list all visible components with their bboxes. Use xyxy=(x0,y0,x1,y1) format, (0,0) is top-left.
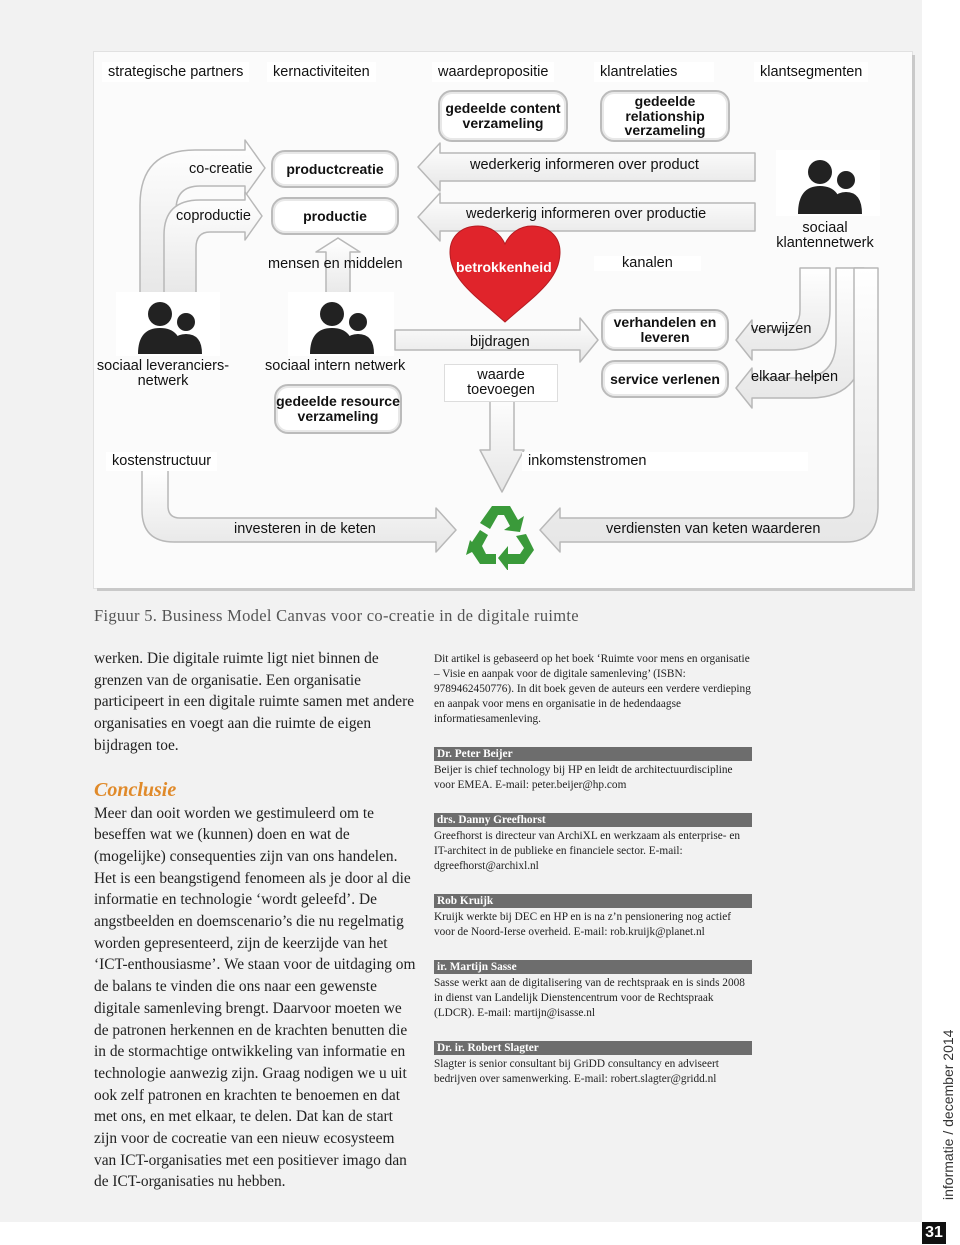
arrow-down-recycle xyxy=(479,391,525,493)
label-kostenstructuur: kostenstructuur xyxy=(106,452,218,472)
heart-icon xyxy=(449,225,561,323)
loop-arrow-investeren xyxy=(141,469,457,553)
pill-gedeelde-content: gedeelde content verzameling xyxy=(438,90,568,142)
pill-service-verlenen: service verlenen xyxy=(601,360,729,398)
label-co-creatie: co-creatie xyxy=(189,161,253,177)
label-waarde-toevoegen: waarde toevoegen xyxy=(444,364,558,402)
people-icon xyxy=(776,150,880,216)
label-inform-product: wederkerig informeren over product xyxy=(470,157,699,173)
author-name: Dr. Peter Beijer xyxy=(434,747,752,761)
diagram-arrows xyxy=(139,139,879,553)
loop-arrow-verdiensten xyxy=(539,267,879,553)
author-bio: Greefhorst is directeur van ArchiXL en w… xyxy=(434,830,741,872)
label-mensen-middelen: mensen en middelen xyxy=(268,256,403,272)
conclusion-paragraph: Meer dan ooit worden we gestimuleerd om … xyxy=(94,804,416,1191)
author-bio: Kruijk werkte bij DEC en HP en is na z’n… xyxy=(434,911,731,938)
label-elkaar-helpen: elkaar helpen xyxy=(751,369,839,385)
arrow-inform-productie xyxy=(417,192,756,242)
label-leveranciersnetwerk: sociaal leveranciers-netwerk xyxy=(96,358,230,390)
pill-verhandelen-leveren: verhandelen en leveren xyxy=(601,309,729,351)
loop-arrow-verwijzen xyxy=(735,267,831,361)
author-bio: Beijer is chief technology bij HP en lei… xyxy=(434,764,733,791)
journal-footer: informatie / december 2014 xyxy=(940,1020,958,1200)
author-bio: Sasse werkt aan de digitalisering van de… xyxy=(434,977,745,1019)
label-investeren: investeren in de keten xyxy=(234,521,376,537)
arrow-inform-product xyxy=(417,142,756,192)
header-klantsegmenten: klantsegmenten xyxy=(754,62,869,82)
label-bijdragen: bijdragen xyxy=(470,334,530,350)
pill-gedeelde-relationship: gedeelde relationship verzameling xyxy=(600,90,730,142)
label-intern-netwerk: sociaal intern netwerk xyxy=(265,358,406,374)
recycle-icon xyxy=(466,506,534,570)
label-inkomstenstromen: inkomstenstromen xyxy=(522,452,808,472)
header-waardepropositie: waardepropositie xyxy=(432,62,555,82)
header-kernactiviteiten: kernactiviteiten xyxy=(267,62,376,82)
journal-title: informatie / december 2014 xyxy=(940,1029,956,1200)
source-note: Dit artikel is gebaseerd op het boek ‘Ru… xyxy=(434,653,751,725)
header-strategische-partners: strategische partners xyxy=(102,62,250,82)
page-number: 31 xyxy=(922,1222,946,1244)
label-coproductie: coproductie xyxy=(176,208,251,224)
figure-caption: Figuur 5. Business Model Canvas voor co-… xyxy=(94,606,579,625)
author-name: ir. Martijn Sasse xyxy=(434,960,752,974)
header-klantrelaties: klantrelaties xyxy=(594,62,714,82)
left-column: werken. Die digitale ruimte ligt niet bi… xyxy=(94,648,416,1193)
label-inform-productie: wederkerig informeren over productie xyxy=(466,206,707,222)
label-sociaal-klantennetwerk: sociaal klantennetwerk xyxy=(776,220,874,252)
conclusion-heading: Conclusie xyxy=(94,778,177,801)
pill-productcreatie: productcreatie xyxy=(271,150,399,188)
loop-arrow-coproductie xyxy=(163,191,263,301)
people-icon xyxy=(288,292,394,356)
author-name: Rob Kruijk xyxy=(434,894,752,908)
intro-paragraph: werken. Die digitale ruimte ligt niet bi… xyxy=(94,650,415,754)
people-icon xyxy=(116,292,220,356)
pill-productie: productie xyxy=(271,197,399,235)
label-betrokkenheid: betrokkenheid xyxy=(456,259,552,275)
label-verwijzen: verwijzen xyxy=(751,321,812,337)
pill-gedeelde-resource: gedeelde resource verzameling xyxy=(274,384,402,434)
arrow-bijdragen xyxy=(394,317,599,363)
author-sidebar: Dit artikel is gebaseerd op het boek ‘Ru… xyxy=(434,652,752,1087)
label-verdiensten: verdiensten van keten waarderen xyxy=(606,521,821,537)
author-name: drs. Danny Greefhorst xyxy=(434,813,752,827)
label-kanalen: kanalen xyxy=(594,255,701,272)
author-name: Dr. ir. Robert Slagter xyxy=(434,1041,752,1055)
author-bio: Slagter is senior consultant bij GriDD c… xyxy=(434,1058,719,1085)
